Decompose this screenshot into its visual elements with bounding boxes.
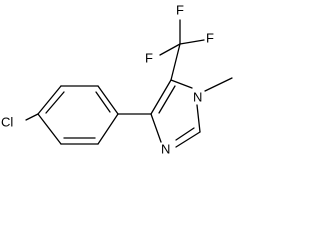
bond-c5-n1: [170, 79, 193, 89]
bond-n1-c2: [196, 104, 201, 133]
bond-c2-n3: [175, 131, 201, 148]
bond-n-methyl: [204, 77, 233, 92]
bond-c-f-left: [159, 43, 181, 56]
atom-label-nitrogen-methyl: N: [193, 89, 202, 104]
bond-n3-c4: [150, 113, 162, 143]
atom-label-fluorine-right: F: [206, 30, 214, 45]
atom-label-nitrogen-ring: N: [161, 141, 170, 156]
bond-c4-c5: [150, 79, 172, 115]
bond-ring1-double-1: [45, 91, 65, 114]
atom-label-fluorine-top: F: [176, 2, 184, 17]
bond-c5-cf3: [170, 43, 181, 81]
atom-label-fluorine-upper-left: F: [145, 50, 153, 65]
bond-c2-n3-double: [175, 127, 195, 141]
bond-ring1-d: [97, 113, 119, 145]
bond-ring1-f: [37, 113, 62, 145]
bond-ring1-c: [97, 85, 119, 115]
atom-label-chlorine: Cl: [1, 114, 13, 129]
bond-c4-c5-double: [158, 85, 176, 114]
chemical-structure: Cl F F F N N: [1, 2, 233, 156]
bond-ring1-a: [37, 85, 62, 115]
bond-ring1-double-2: [95, 91, 111, 113]
bond-cl-c: [25, 113, 39, 121]
bond-c-f-right: [179, 39, 205, 45]
